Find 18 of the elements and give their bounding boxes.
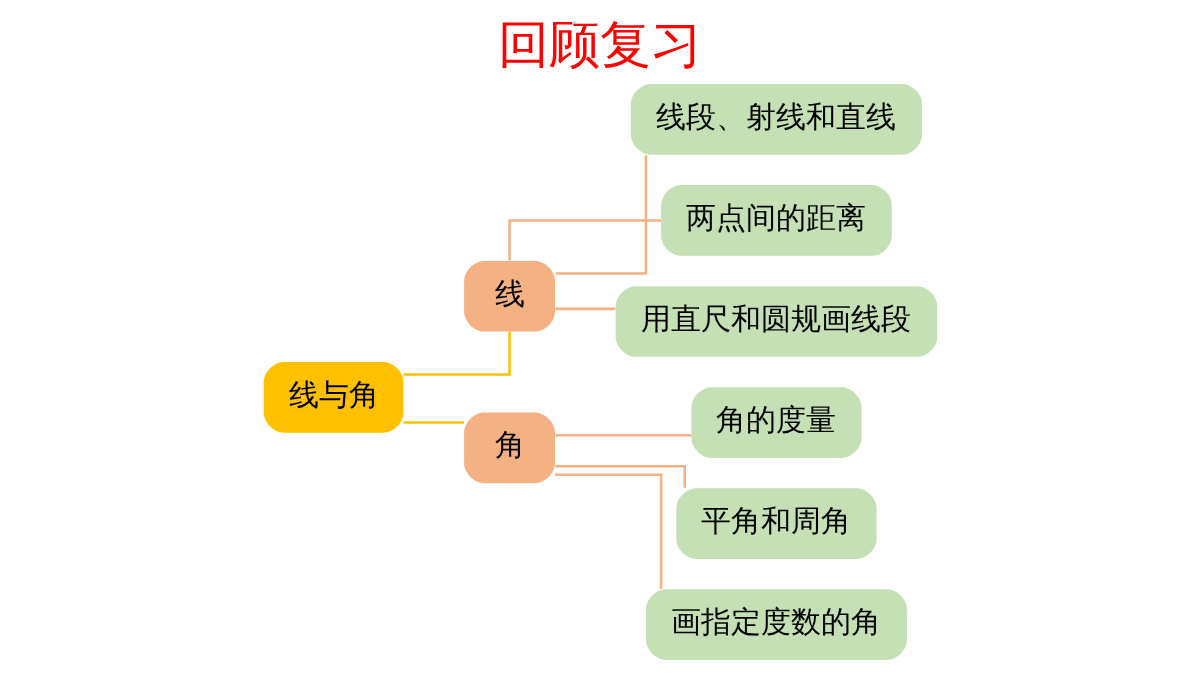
node-box: 线段、射线和直线 xyxy=(630,84,922,155)
connector xyxy=(555,155,647,275)
connector xyxy=(554,465,686,488)
node-box: 平角和周角 xyxy=(675,488,877,559)
node-box: 线 xyxy=(463,260,555,332)
connector xyxy=(507,219,661,261)
connector xyxy=(403,421,464,424)
node-box: 线与角 xyxy=(263,361,403,433)
node-box: 角 xyxy=(463,412,555,484)
node-box: 两点间的距离 xyxy=(660,185,892,256)
connector xyxy=(554,433,691,437)
diagram-title: 回顾复习 xyxy=(498,15,702,75)
connector xyxy=(554,473,662,590)
node-box: 画指定度数的角 xyxy=(645,589,907,660)
connector xyxy=(403,331,511,376)
node-box: 用直尺和圆规画线段 xyxy=(615,286,937,357)
connector xyxy=(554,307,615,311)
node-box: 角的度量 xyxy=(690,387,861,458)
